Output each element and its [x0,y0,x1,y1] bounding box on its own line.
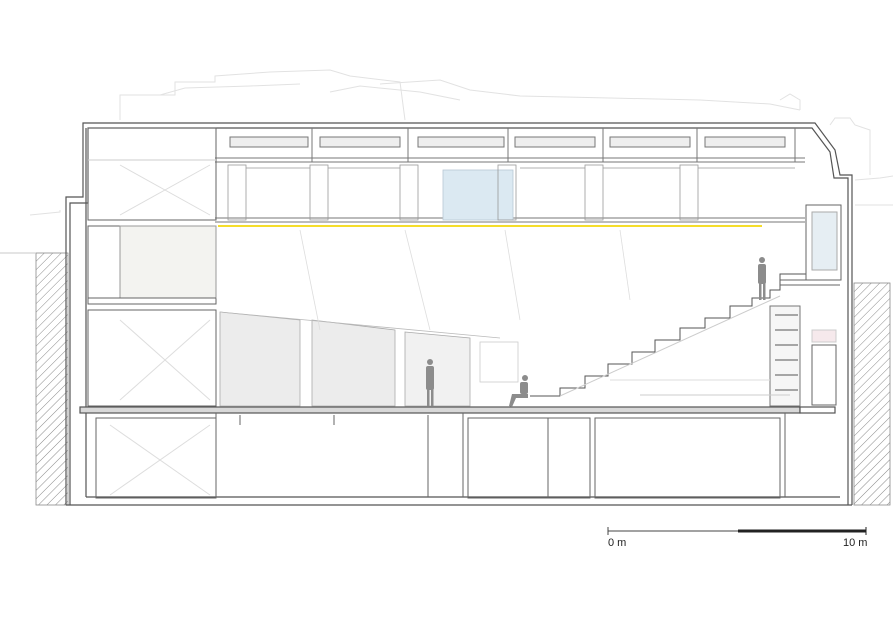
central-hall [219,229,631,407]
main-floor-slab [79,406,836,414]
roof-trusses [215,128,805,223]
clerestory-glazing [227,164,795,221]
left-upper-rooms [87,127,217,407]
seated-figure [509,375,528,407]
scale-start-label: 0 m [608,537,627,549]
hatched-boundary-walls [0,252,891,506]
stepped-seating [530,273,806,407]
standing-figure-hall [426,359,434,406]
scale-bar [607,527,867,535]
human-figures [426,257,766,407]
scale-end-label: 10 m [843,537,868,549]
building-outline [65,122,853,506]
right-balcony [780,204,842,406]
background-context-buildings [29,69,893,216]
standing-figure-top [758,257,766,300]
lower-level [95,413,786,499]
